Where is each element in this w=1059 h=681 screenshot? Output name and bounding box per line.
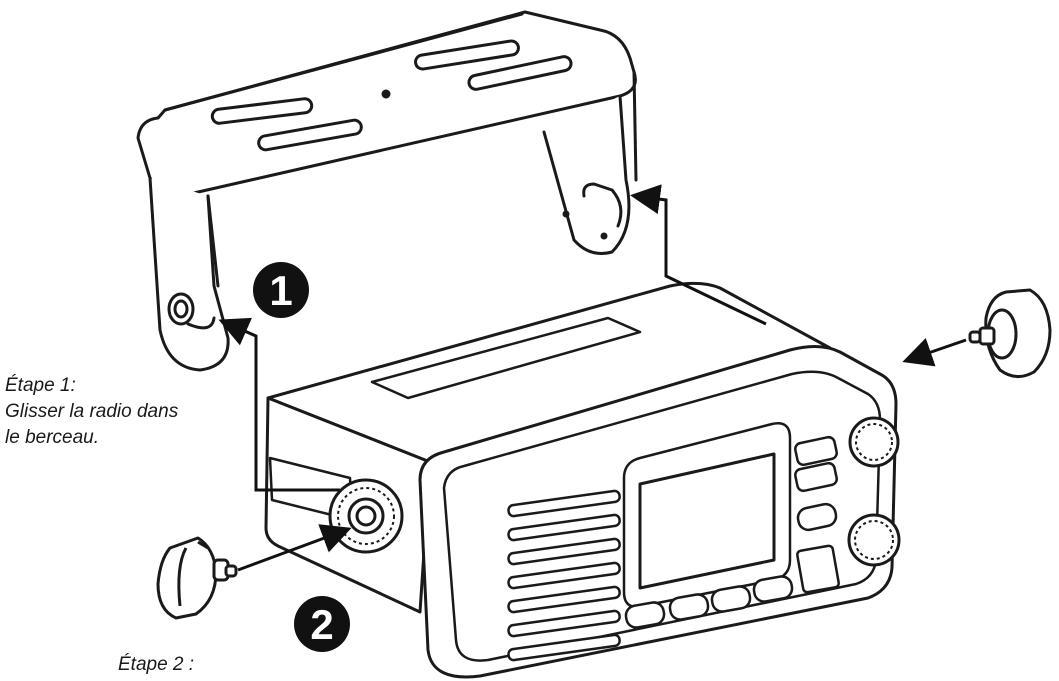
step-1-title: Étape 1: <box>5 375 76 396</box>
step-1-line-1: Glisser la radio dans <box>5 401 179 422</box>
arrow-radio-to-bracket-left <box>218 317 340 492</box>
arrow-knob-right-to-radio <box>902 337 967 367</box>
step-2-title: Étape 2 : <box>118 654 195 675</box>
step-1-number: 1 <box>269 267 292 314</box>
right-mounting-knob-icon <box>968 288 1052 378</box>
step-2-badge: 2 <box>294 596 350 652</box>
step-1-line-2: le berceau. <box>5 427 100 448</box>
left-mounting-knob-icon <box>156 536 238 620</box>
step-1-caption: Étape 1: Glisser la radio dans le bercea… <box>5 373 178 451</box>
step-1-badge: 1 <box>253 262 309 318</box>
arrow-radio-to-bracket-right <box>630 184 767 326</box>
direction-arrows <box>218 184 967 572</box>
step-2-number: 2 <box>310 601 333 648</box>
vhf-radio-icon <box>264 281 901 679</box>
step-2-caption: Étape 2 : <box>118 652 194 678</box>
arrow-knob-left-to-radio <box>237 524 352 572</box>
